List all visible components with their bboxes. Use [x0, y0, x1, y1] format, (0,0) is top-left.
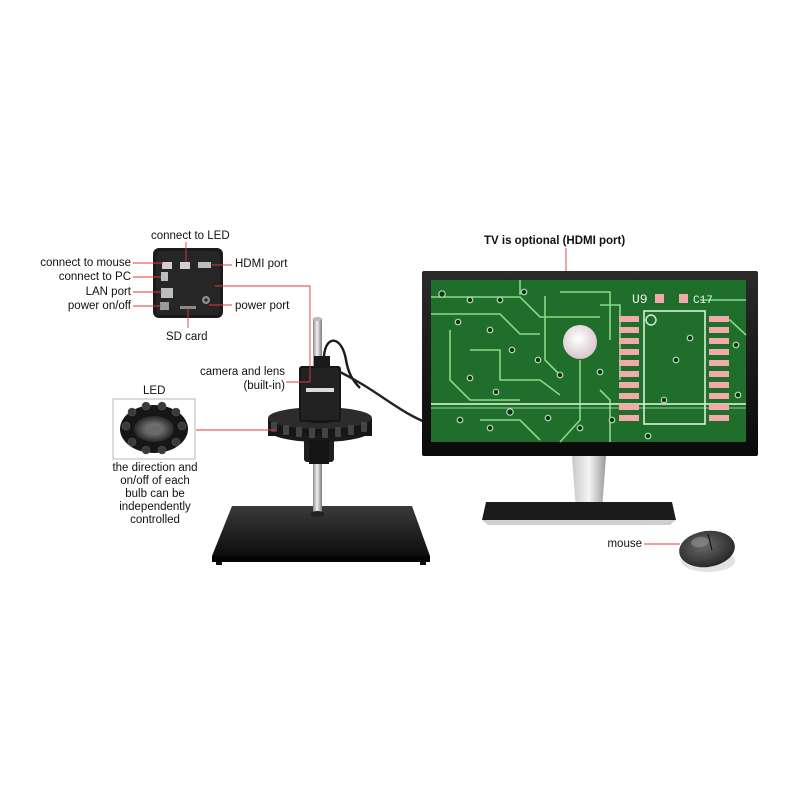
mouse-device [679, 530, 735, 572]
label-mouse: mouse [607, 538, 642, 550]
silkscreen-u9: U9 [632, 292, 648, 307]
label-connect-to-pc: connect to PC [58, 271, 131, 283]
label-connect-to-led: connect to LED [151, 230, 230, 242]
led-description-line: independently [119, 501, 191, 513]
usb-pc-port [161, 272, 168, 281]
panel-callout-lines [133, 242, 232, 328]
led-description-line: the direction and [112, 462, 198, 474]
label-hdmi-port: HDMI port [235, 258, 288, 270]
usb-port-1 [162, 262, 172, 269]
silkscreen-c17: C17 [693, 295, 713, 307]
led-description-line: controlled [130, 514, 180, 526]
camera-cable-hdmi [339, 370, 431, 426]
stand-base [212, 506, 430, 556]
label-tv-optional: TV is optional (HDMI port) [484, 235, 626, 247]
label-connect-to-mouse: connect to mouse [40, 257, 131, 269]
label-sd-card: SD card [166, 331, 208, 343]
label-power-on-off: power on/off [67, 300, 131, 312]
label-camera-and-lens: camera and lens [199, 366, 285, 378]
label-lan-port: LAN port [85, 286, 131, 298]
microscope [212, 317, 431, 565]
lan-port-socket [161, 288, 173, 298]
power-switch [160, 302, 169, 310]
label-led: LED [143, 385, 166, 397]
camera-body [299, 356, 341, 422]
led-description: the direction and on/off of each bulb ca… [108, 462, 202, 527]
camera-callout-lines [196, 248, 680, 545]
pcb-pads-left [619, 316, 639, 421]
usb-port-2 [180, 262, 190, 269]
led-description-line: bulb can be [125, 488, 185, 500]
label-power-port: power port [235, 300, 290, 312]
pcb-pads-right [709, 316, 729, 421]
monitor-foot [482, 502, 676, 520]
label-built-in: (built-in) [243, 380, 285, 392]
monitor-neck [572, 456, 606, 510]
hdmi-port-socket [198, 262, 211, 268]
sd-card-slot [180, 306, 196, 309]
led-inset [112, 398, 196, 460]
camera-back-panel [153, 248, 223, 318]
monitor: U9 C17 [422, 271, 758, 525]
monitor-screen: U9 C17 [431, 280, 747, 443]
led-description-line: on/off of each [120, 475, 190, 487]
